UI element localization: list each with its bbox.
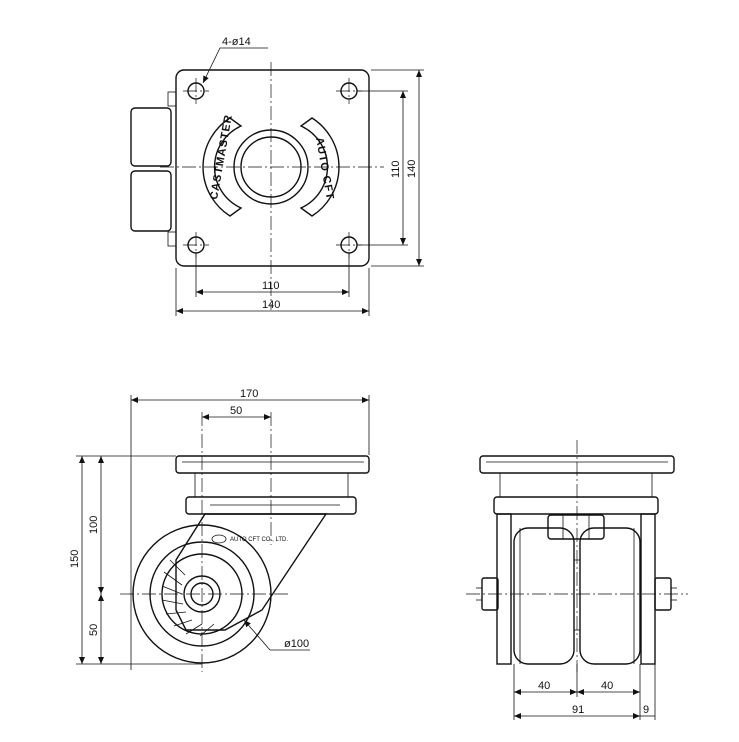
dim-upper-height: 100 bbox=[88, 516, 100, 534]
side-fork-arm bbox=[175, 513, 328, 631]
brand-left-text: CASTMASTER bbox=[208, 113, 235, 200]
dim-total-height: 150 bbox=[69, 550, 81, 568]
front-wheel-left bbox=[513, 527, 575, 665]
top-wheel-upper bbox=[130, 107, 172, 167]
front-fork-leg-left bbox=[496, 513, 512, 665]
top-view: CASTMASTER AUTO CFT 4-ø14 110 140 110 14… bbox=[130, 36, 424, 316]
brand-right-text: AUTO CFT bbox=[313, 136, 336, 201]
dim-lower-height: 50 bbox=[88, 624, 100, 636]
fork-label: AUTO CFT CO., LTD. bbox=[230, 537, 288, 543]
front-wheel-right bbox=[579, 527, 641, 665]
dim-wheel-right-width: 40 bbox=[601, 680, 613, 692]
brand-band-left bbox=[202, 117, 243, 217]
hole-callout: 4-ø14 bbox=[222, 36, 251, 48]
dim-hole-spacing-h: 110 bbox=[262, 280, 280, 292]
side-top-plate bbox=[175, 455, 370, 474]
front-swivel-race bbox=[493, 496, 659, 515]
top-plate bbox=[175, 69, 370, 267]
dim-plate-height: 140 bbox=[406, 160, 418, 178]
top-wheel-lower bbox=[130, 170, 172, 232]
front-kingpin-nut bbox=[547, 514, 605, 540]
wheel-diameter: ø100 bbox=[284, 638, 309, 650]
dim-front-total: 91 bbox=[572, 704, 584, 716]
dim-side-width: 170 bbox=[240, 388, 258, 400]
top-tab-upper bbox=[167, 91, 177, 107]
side-view: AUTO CFT CO., LTD. 170 50 150 100 50 ø10… bbox=[69, 388, 370, 672]
dim-side-offset: 50 bbox=[230, 405, 242, 417]
front-view: 40 40 91 9 bbox=[466, 440, 688, 720]
brand-band-right bbox=[299, 117, 340, 217]
side-logo-badge bbox=[211, 534, 227, 544]
top-tab-lower bbox=[167, 231, 177, 247]
dim-front-side: 9 bbox=[643, 704, 649, 716]
front-fork-leg-right bbox=[640, 513, 656, 665]
dim-plate-width: 140 bbox=[262, 299, 280, 311]
dim-hole-spacing-v: 110 bbox=[390, 160, 402, 178]
side-hub-ribs bbox=[161, 559, 215, 637]
dim-wheel-left-width: 40 bbox=[538, 680, 550, 692]
